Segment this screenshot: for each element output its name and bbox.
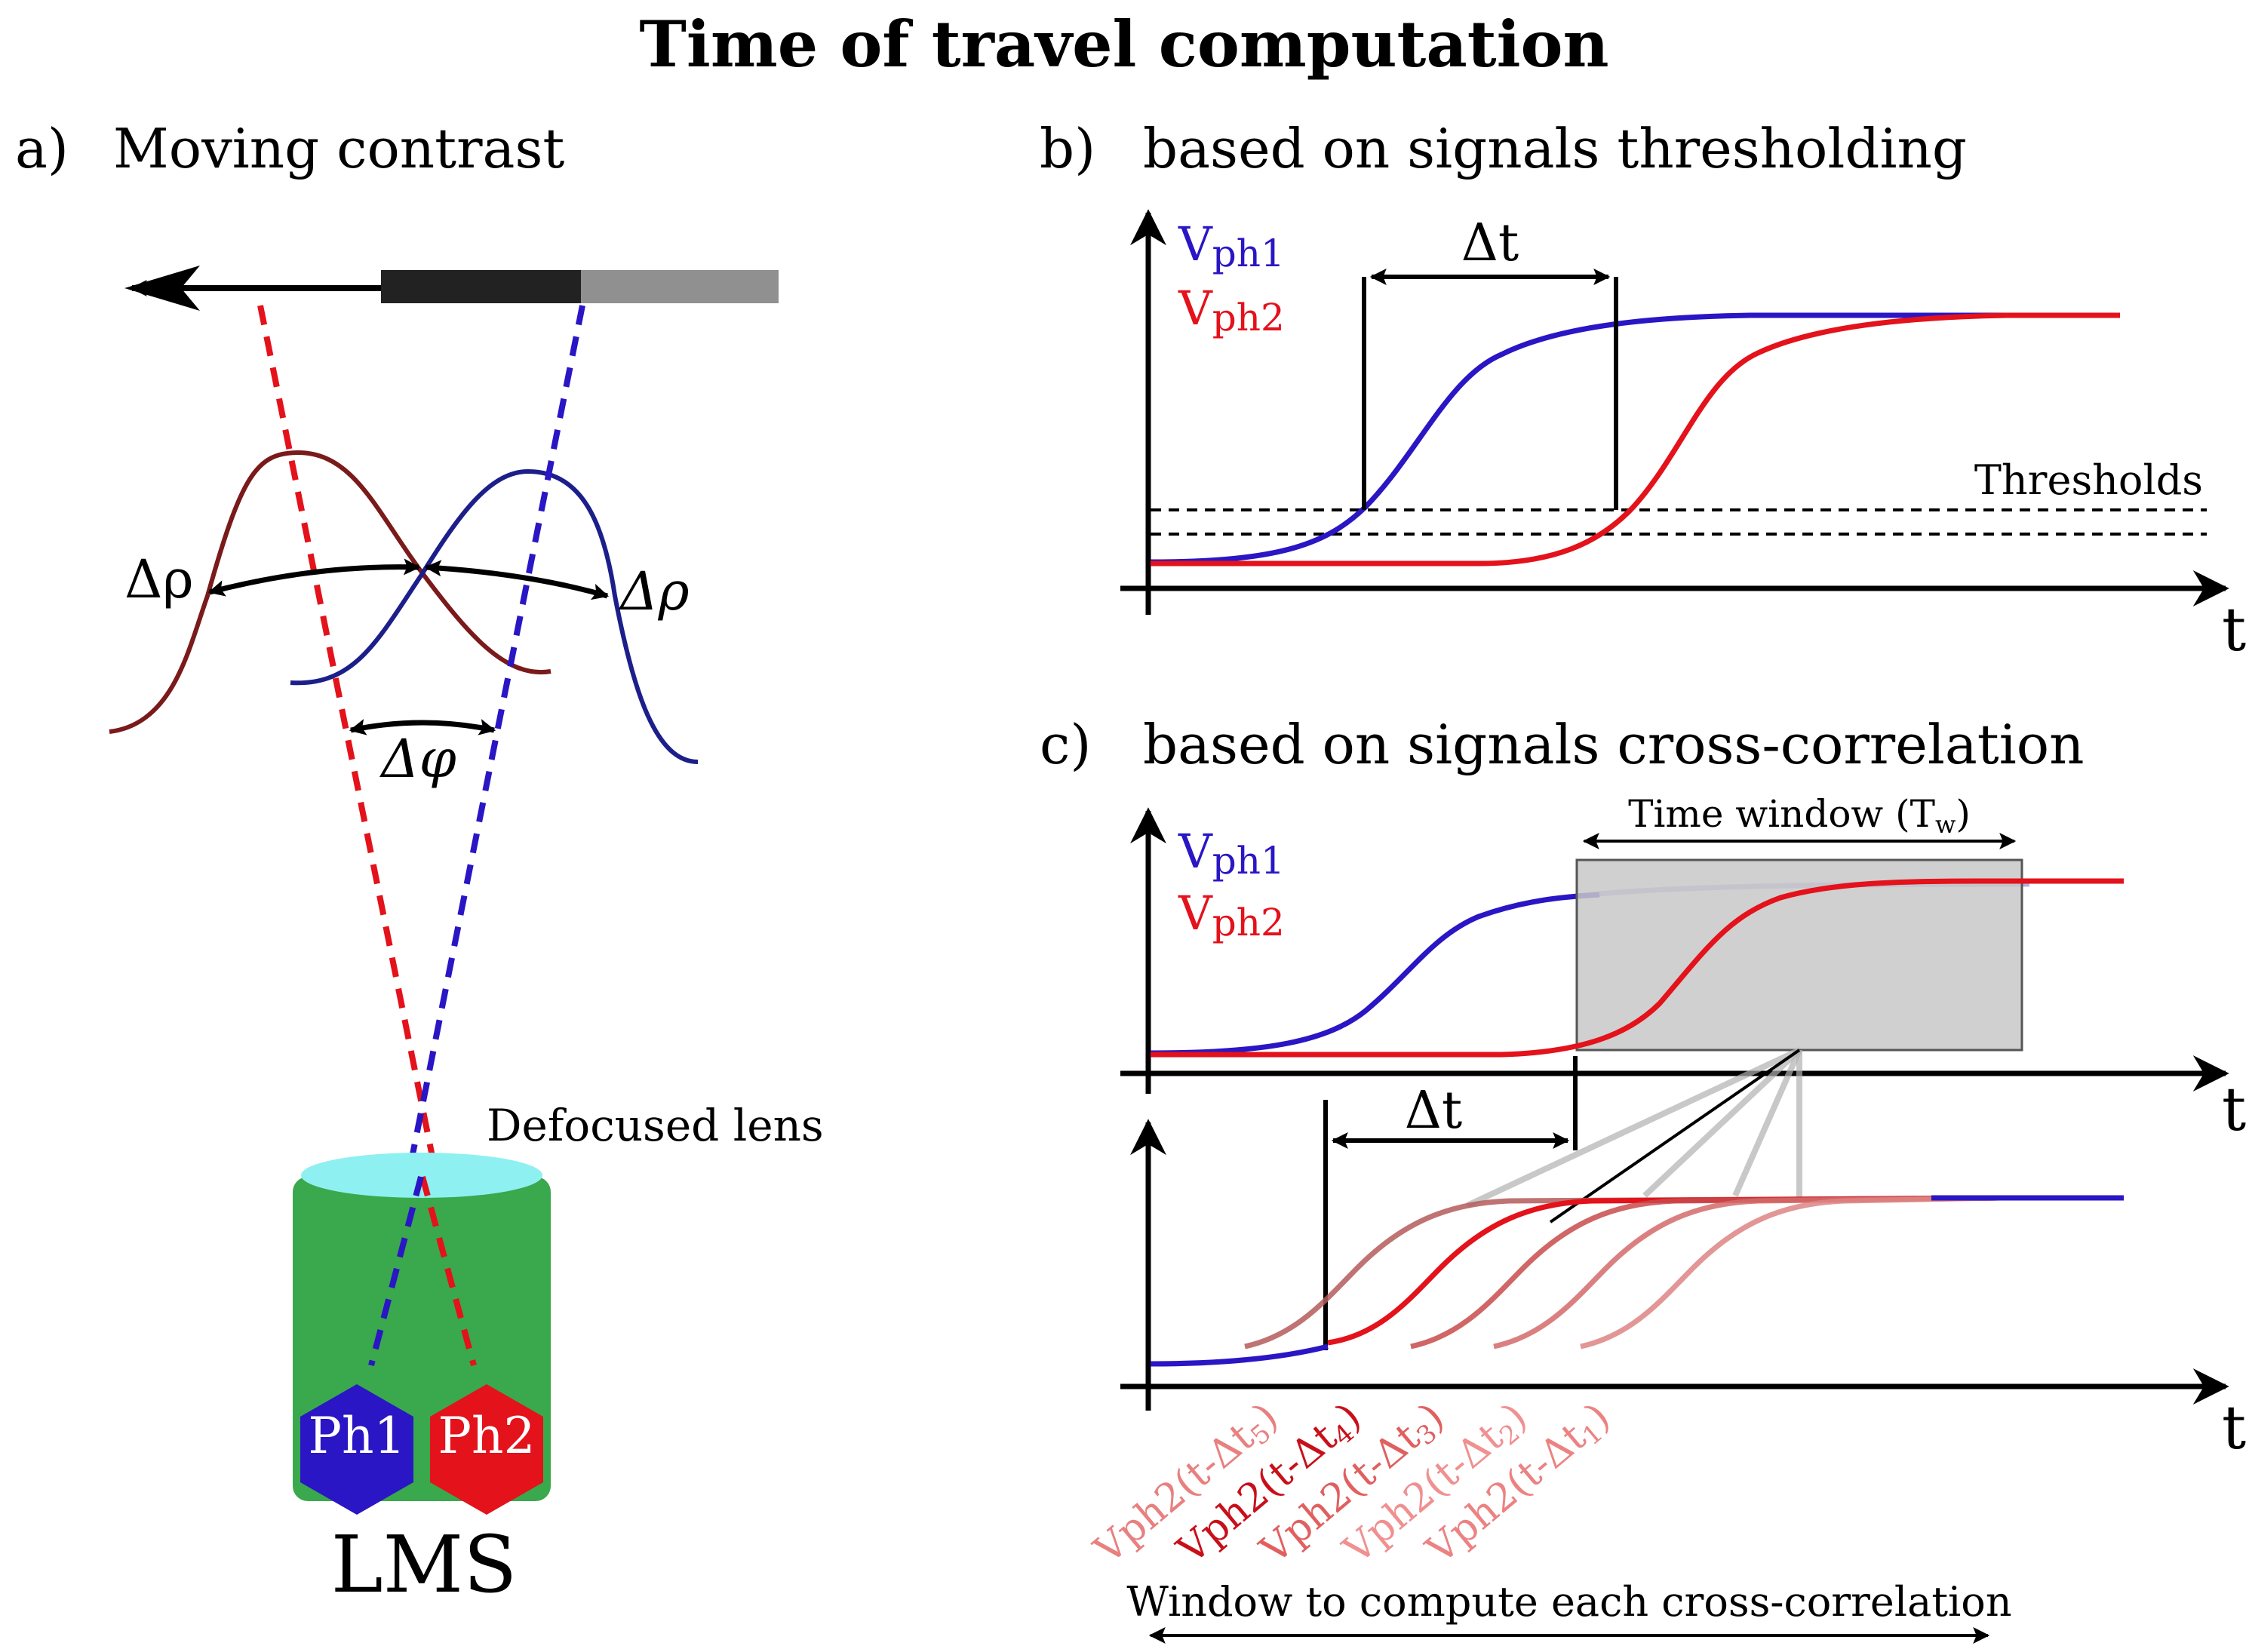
panel-c-lower-axis-t: t [2222,1393,2246,1463]
ph1-hexagon [300,1384,413,1515]
contrast-light-segment [581,270,779,303]
panel-b-vph1-sub: ph1 [1212,232,1285,275]
panel-a-heading: Moving contrast [113,117,564,180]
optical-axis-ph1-inner [368,1175,424,1367]
panel-c: c) based on signals cross-correlation t … [1040,713,2246,1644]
delta-phi-arrow [349,719,496,735]
contrast-dark-segment [381,270,581,303]
time-window-label: Time window (Tw) [1628,792,1971,839]
delta-phi-label: Δφ [379,728,456,790]
shifted-curve-3 [1410,1195,2000,1350]
ph2-hexagon [430,1384,543,1515]
delta-rho-arrow-right [424,560,610,600]
panel-c-heading: based on signals cross-correlation [1143,713,2084,776]
projection-line-3 [1642,1048,1802,1198]
shift-labels: Vph2(t-Δt5) Vph2(t-Δt4) Vph2(t-Δt3) Vph2… [1086,1394,1619,1573]
projection-line-4 [1732,1049,1802,1197]
figure-title: Time of travel computation [639,7,1608,81]
sensor-label: LMS [331,1518,518,1611]
projection-fan [1466,1047,1802,1208]
panel-b-vph1-main: V [1178,216,1213,272]
panel-b-dt-label: Δt [1461,213,1519,273]
time-window-label-end: ) [1956,792,1971,836]
defocused-lens [301,1153,542,1198]
lens-label: Defocused lens [487,1100,824,1151]
shifted-curve-4 [1327,1195,2000,1346]
panel-b-letter: b) [1040,117,1095,180]
panel-b-heading: based on signals thresholding [1143,117,1967,180]
motion-arrow-head [124,266,200,311]
shifted-curve-2 [1493,1195,2000,1350]
panel-b: b) based on signals thresholding t Vph1 … [1040,117,2246,665]
panel-c-vph1-main: V [1178,824,1213,879]
sensitivity-curve-ph2 [109,450,551,734]
panel-b-axis-t: t [2222,594,2246,665]
projection-line-selected [1549,1049,1801,1224]
time-window-box [1575,858,2023,1052]
ph2-label: Ph2 [438,1407,536,1465]
panel-a-letter: a) [15,117,69,180]
thresholds-label: Thresholds [1974,456,2203,504]
window-label: Window to compute each cross-correlation [1126,1578,2011,1626]
panel-b-signal-vph1 [1150,312,2120,565]
delta-rho-left-label: Δρ [124,548,194,610]
panel-b-legend-vph1: Vph1 [1178,216,1285,275]
panel-c-upper-axis-t: t [2222,1074,2246,1144]
panel-c-letter: c) [1040,713,1091,776]
shifted-curve-5 [1244,1195,2000,1350]
panel-b-signal-vph2 [1151,312,2120,567]
panel-c-dt-label: Δt [1405,1081,1462,1141]
time-window-label-sub: w [1935,810,1956,839]
panel-c-vph2-main: V [1178,886,1213,941]
sensitivity-curve-ph1 [290,468,699,764]
optical-axis-ph2-inner [419,1175,477,1367]
projection-line-1 [1466,1047,1801,1208]
delta-rho-arrow-left [207,558,421,597]
panel-b-vph2-main: V [1178,281,1213,336]
panel-c-legend-vph2: Vph2 [1178,886,1285,944]
ph1-label: Ph1 [309,1407,406,1465]
panel-a: a) Moving contrast Δρ Δρ Δφ Defocused le… [15,117,824,1611]
shifted-curves [1244,1195,2000,1350]
panel-c-legend-vph1: Vph1 [1178,824,1285,883]
panel-b-vph2-sub: ph2 [1212,296,1285,339]
time-window-label-main: Time window (T [1628,792,1935,836]
shifted-curve-1 [1580,1195,2000,1350]
panel-c-lower-signal-vph1 [1150,1343,1329,1367]
panel-c-signal-vph1 [1150,892,1600,1056]
panel-c-vph2-sub: ph2 [1212,901,1285,944]
panel-c-vph1-sub: ph1 [1212,839,1285,883]
delta-rho-right-label: Δρ [618,560,690,622]
panel-b-legend-vph2: Vph2 [1178,281,1285,339]
panel-c-signal-vph2 [1151,878,2124,1058]
